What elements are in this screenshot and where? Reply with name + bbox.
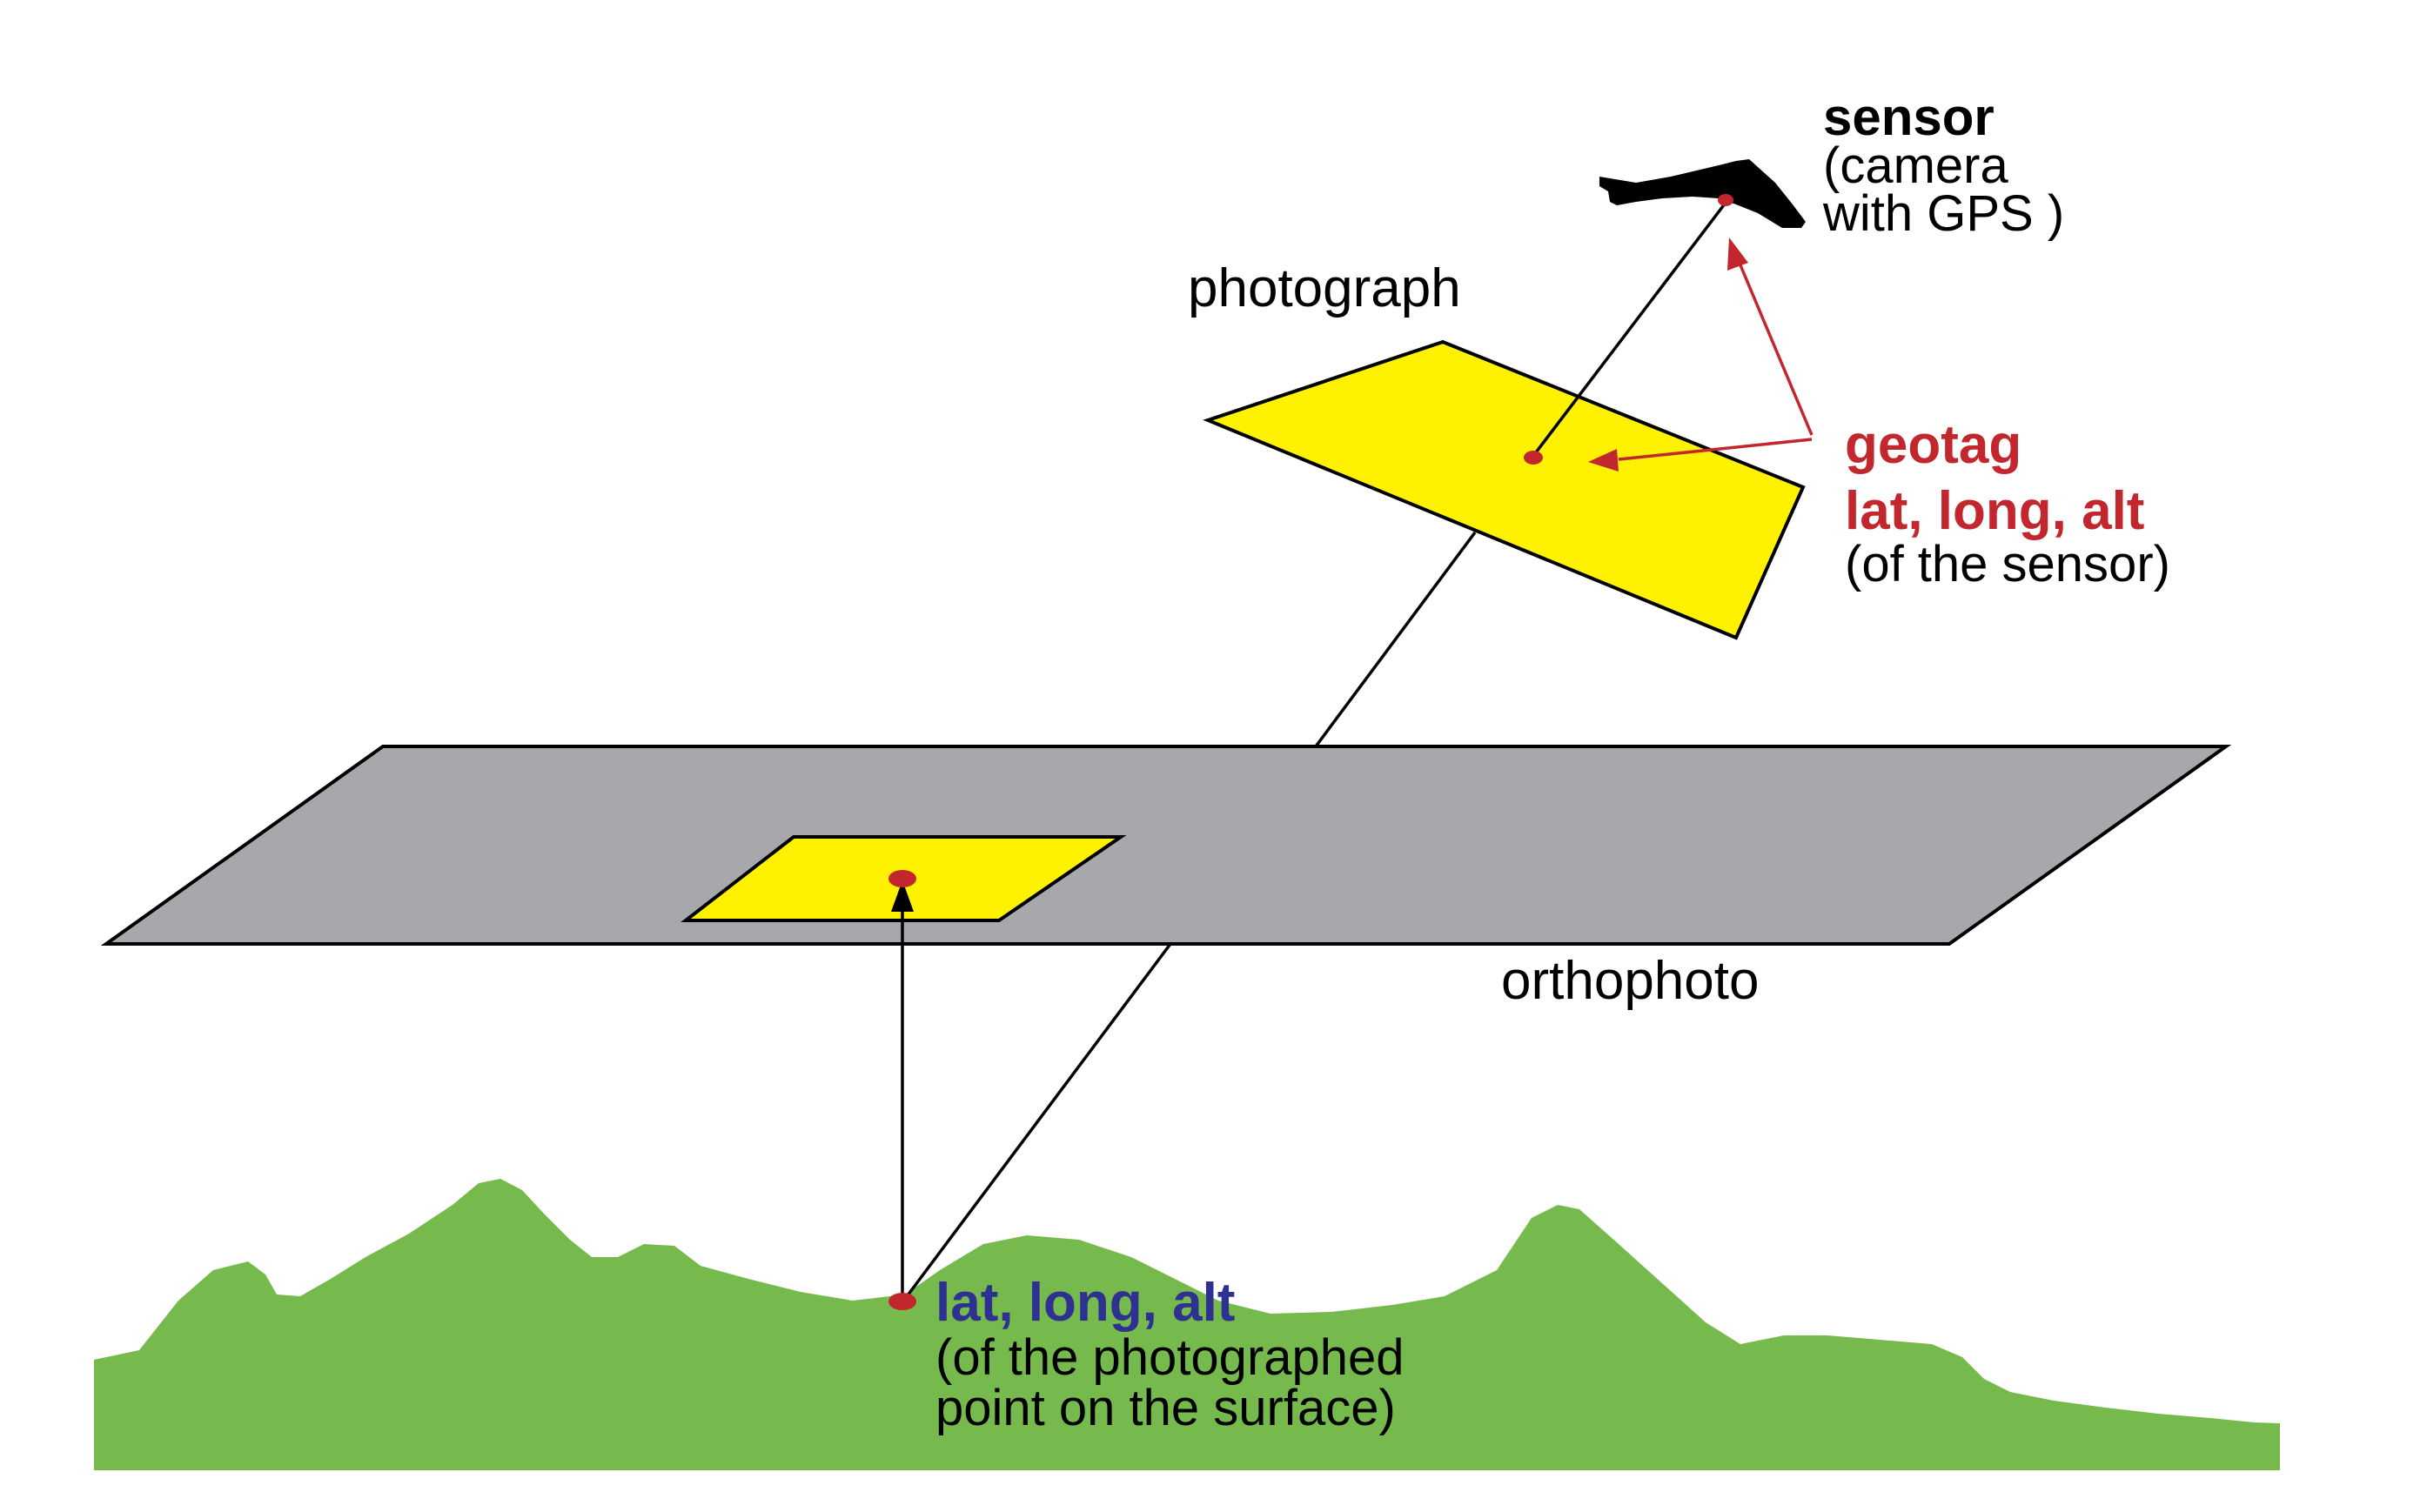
ray-surface-to-orthophoto xyxy=(903,942,1172,1301)
geotag-arrowhead-sensor xyxy=(1727,238,1748,271)
geotag-arrow-to-photo xyxy=(1618,438,1813,461)
projection-arrowhead xyxy=(891,880,914,912)
photograph-label: photograph xyxy=(1188,258,1461,318)
sensor-gps-dot xyxy=(1718,194,1733,206)
sensor-coords-note: (of the sensor) xyxy=(1845,536,2170,592)
geotag-arrowhead-photo xyxy=(1588,449,1619,472)
surface-note-line2: point on the surface) xyxy=(935,1380,1396,1436)
sensor-desc-line3: with GPS ) xyxy=(1822,185,2064,242)
geotag-label: geotag xyxy=(1845,415,2021,475)
sensor-title: sensor xyxy=(1823,88,1995,146)
photo-center-dot xyxy=(1524,451,1543,465)
ray-orthophoto-to-photograph xyxy=(1314,531,1477,748)
terrain-surface xyxy=(94,1179,2280,1470)
geotag-arrow-to-sensor xyxy=(1737,260,1814,436)
sensor-desc-line2: (camera xyxy=(1823,137,2008,194)
orthophoto-point-dot xyxy=(888,870,916,887)
surface-point-dot xyxy=(888,1293,916,1310)
sensor-drone-icon xyxy=(1599,159,1806,228)
photograph-plane xyxy=(1203,339,1806,640)
surface-coords-label: lat, long, alt xyxy=(935,1273,1235,1333)
surface-note-line1: (of the photographed xyxy=(935,1329,1405,1386)
orthophoto-plane xyxy=(100,745,2232,946)
sensor-coords-label: lat, long, alt xyxy=(1845,481,2144,541)
ray-photograph-to-sensor xyxy=(1532,201,1727,458)
orthophoto-label: orthophoto xyxy=(1501,951,1759,1011)
